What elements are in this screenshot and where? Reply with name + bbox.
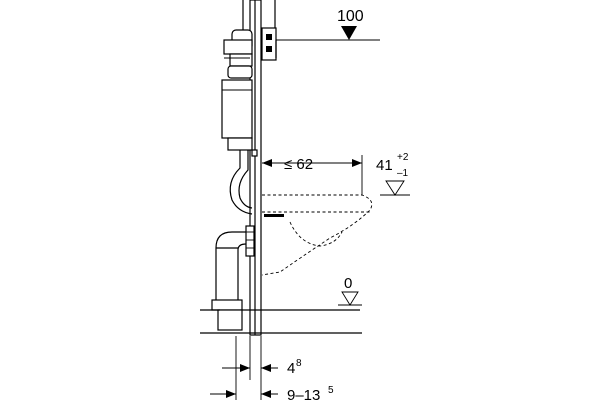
- depth-value: ≤ 62: [284, 156, 313, 173]
- floor-line: [200, 309, 362, 334]
- seat-tolerance-minus: –1: [397, 168, 409, 179]
- seat-height-marker: 41 +2 –1: [376, 152, 410, 196]
- offset-value: 4: [287, 360, 295, 377]
- flush-pipe: [229, 149, 258, 215]
- seat-tolerance-plus: +2: [397, 152, 409, 163]
- range-value: 9–13: [287, 387, 320, 400]
- floor-level-value: 0: [344, 275, 352, 292]
- range-superscript: 5: [328, 385, 334, 396]
- cistern: [221, 27, 277, 151]
- offset-superscript: 8: [296, 358, 302, 369]
- floor-level-marker: 0: [338, 275, 362, 306]
- drain-pipe: [211, 225, 255, 331]
- seat-height-value: 41: [376, 157, 393, 174]
- top-level-value: 100: [337, 8, 364, 25]
- wc-bowl-outline: [261, 194, 373, 276]
- bottom-offset-dimension: 4 8 9–13 5: [210, 336, 334, 400]
- top-level-marker: 100: [276, 8, 380, 41]
- depth-dimension: ≤ 62: [262, 155, 363, 195]
